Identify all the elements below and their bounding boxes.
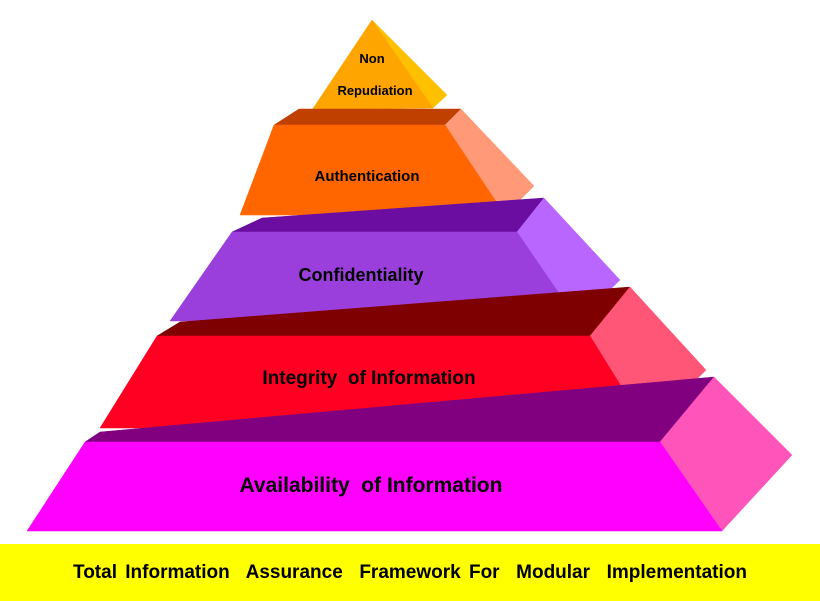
tier-non-repudiation: Non Repudiation — [311, 19, 448, 111]
tier-authentication-label: Authentication — [315, 168, 420, 185]
tier-authentication-top — [273, 108, 462, 126]
tier-availability-front — [26, 441, 723, 532]
tier-authentication: Authentication — [239, 108, 535, 216]
framework-title: Total Information Assurance Framework Fo… — [73, 561, 747, 583]
tier-non-repudiation-line-1: Non — [359, 51, 384, 66]
tier-availability-label: Availability of Information — [240, 474, 503, 497]
tier-availability: Availability of Information — [26, 376, 793, 532]
framework-title-banner: Total Information Assurance Framework Fo… — [0, 544, 820, 601]
tier-integrity-label: Integrity of Information — [262, 368, 475, 389]
tier-non-repudiation-line-2: Repudiation — [337, 83, 412, 98]
pyramid-diagram: Non Repudiation Authentication Confident… — [26, 19, 793, 532]
tier-confidentiality-label: Confidentiality — [299, 265, 424, 285]
